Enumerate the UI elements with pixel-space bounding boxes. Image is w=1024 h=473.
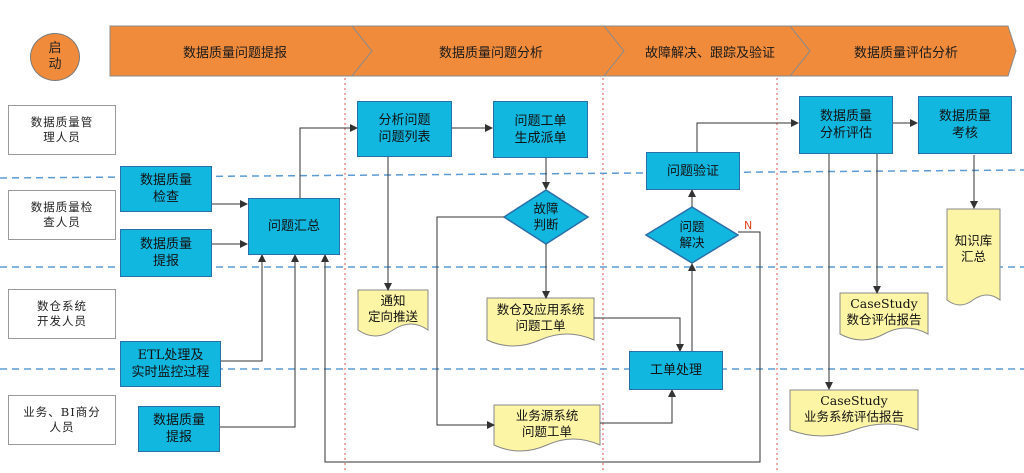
role-dw-developer: 数仓系统 开发人员 xyxy=(8,289,116,339)
verify-box: 问题验证 xyxy=(646,152,740,190)
bi-report-box: 数据质量 提报 xyxy=(138,406,220,452)
src-ticket-doc xyxy=(493,404,601,452)
case-dw-doc xyxy=(839,292,929,341)
quality-eval-box: 数据质量 分析评估 xyxy=(799,96,893,154)
no-branch-label: N xyxy=(744,219,753,232)
resolved-label: 问题 解决 xyxy=(679,219,705,250)
process-box: 工单处理 xyxy=(629,351,723,390)
analysis-list-box: 分析问题 问题列表 xyxy=(357,101,452,157)
quality-check-box: 数据质量 考核 xyxy=(918,96,1012,154)
stage-label-1: 数据质量问题提报 xyxy=(182,45,287,61)
summary-box: 问题汇总 xyxy=(248,198,340,255)
connectors xyxy=(212,119,978,463)
ticket-gen-box: 问题工单 生成派单 xyxy=(493,101,588,158)
stage-label-3: 故障解决、跟踪及验证 xyxy=(644,45,775,61)
stage-start-circle: 启 动 xyxy=(30,33,80,81)
role-dq-manager: 数据质量管 理人员 xyxy=(8,105,116,155)
stage-label-2: 数据质量问题分析 xyxy=(438,45,543,61)
case-biz-label: CaseStudy 业务系统评估报告 xyxy=(803,393,904,424)
notify-label: 通知 定向推送 xyxy=(367,293,418,324)
knowledge-doc xyxy=(946,208,1001,306)
dq-report-box: 数据质量 提报 xyxy=(120,229,212,277)
fault-judge-label: 故障 判断 xyxy=(533,201,559,232)
case-dw-label: CaseStudy 数仓评估报告 xyxy=(846,296,922,327)
src-ticket-label: 业务源系统 问题工单 xyxy=(515,408,579,439)
role-dq-checker: 数据质量检 查人员 xyxy=(8,190,116,240)
dw-ticket-doc xyxy=(486,297,595,347)
phase-dividers xyxy=(344,78,778,470)
stage-arrow-4 xyxy=(788,25,1017,77)
knowledge-label: 知识库 汇总 xyxy=(954,233,993,264)
case-biz-doc xyxy=(789,389,919,437)
dw-ticket-label: 数仓及应用系统 问题工单 xyxy=(496,302,585,333)
stage-label-4: 数据质量评估分析 xyxy=(853,45,958,61)
etl-box: ETL处理及 实时监控过程 xyxy=(120,341,221,387)
dq-check-box: 数据质量 检查 xyxy=(120,166,212,212)
notify-doc xyxy=(357,289,429,337)
role-bi-analyst: 业务、BI商分 人员 xyxy=(8,395,116,445)
stage-banner xyxy=(109,25,1017,77)
